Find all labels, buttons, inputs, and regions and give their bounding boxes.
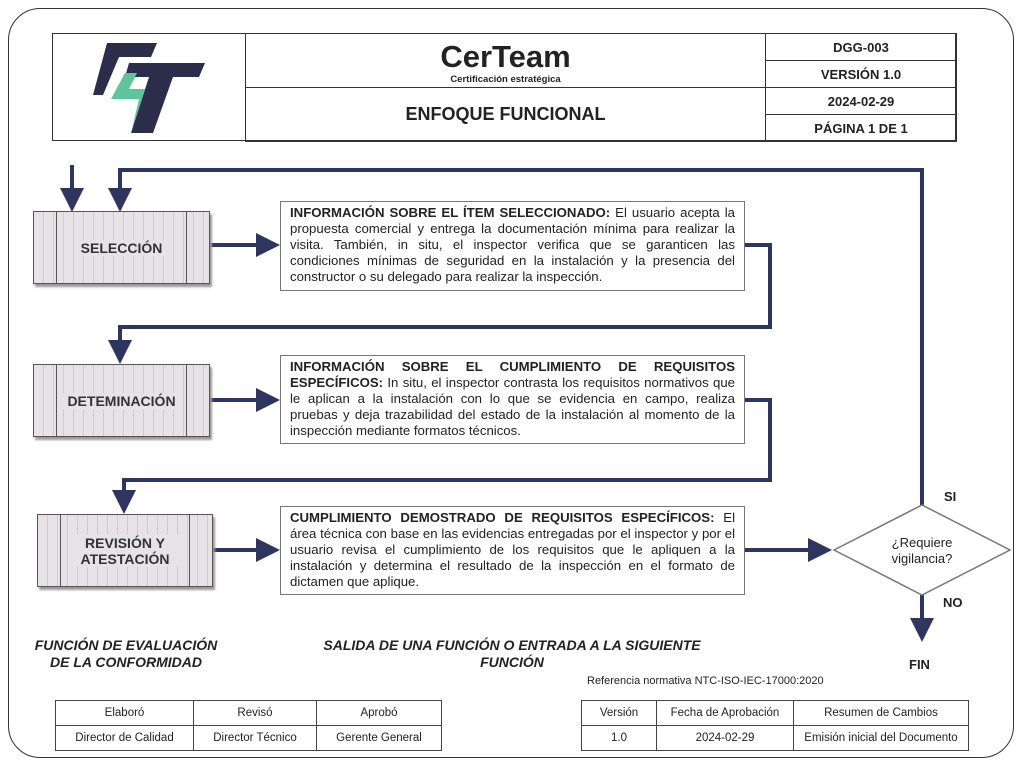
process-label: SELECCIÓN (76, 239, 167, 256)
table-cell: Director de Calidad (55, 725, 194, 751)
loop-arrow-si (108, 168, 924, 505)
info-body: In situ, el inspector contrasta los requ… (290, 375, 735, 438)
table-cell: Director Técnico (193, 725, 317, 751)
table-cell: 2024-02-29 (656, 725, 794, 751)
info-box-3: CUMPLIMIENTO DEMOSTRADO DE REQUISITOS ES… (280, 506, 745, 595)
arrow-info2-revision (112, 398, 772, 514)
table-header: Resumen de Cambios (793, 700, 969, 726)
process-seleccion: SELECCIÓN (33, 211, 210, 284)
caption-left: FUNCIÓN DE EVALUACIÓN DE LA CONFORMIDAD (34, 637, 218, 670)
header-table: CerTeam Certificación estratégica ENFOQU… (52, 33, 957, 142)
table-header: Revisó (193, 700, 317, 726)
page-frame (8, 8, 1014, 758)
table-header: Elaboró (55, 700, 194, 726)
info-title: INFORMACIÓN SOBRE EL CUMPLIMIENTO DE REQ… (290, 359, 735, 390)
table-cell: Gerente General (316, 725, 442, 751)
decision-question: ¿Requiere vigilancia? (891, 535, 953, 566)
decision-diamond (832, 504, 1012, 596)
info-box-2: INFORMACIÓN SOBRE EL CUMPLIMIENTO DE REQ… (280, 355, 745, 444)
process-revision: REVISIÓN Y ATESTACIÓN (37, 514, 213, 587)
info-box-1: INFORMACIÓN SOBRE EL ÍTEM SELECCIONADO: … (280, 201, 745, 291)
table-header: Fecha de Aprobación (656, 700, 794, 726)
certeam-logo (93, 43, 205, 133)
info-title: INFORMACIÓN SOBRE EL ÍTEM SELECCIONADO: (290, 205, 611, 220)
no-label: NO (943, 595, 963, 610)
process-determinacion: DETEMINACIÓN (33, 364, 210, 437)
company-name: CerTeam (440, 39, 571, 74)
company-tagline: Certificación estratégica (450, 74, 561, 85)
normative-reference: Referencia normativa NTC-ISO-IEC-17000:2… (587, 675, 824, 687)
table-header: Aprobó (316, 700, 442, 726)
process-label: DETEMINACIÓN (63, 392, 180, 409)
caption-middle: SALIDA DE UNA FUNCIÓN O ENTRADA A LA SIG… (323, 637, 701, 670)
process-label: REVISIÓN Y ATESTACIÓN (71, 534, 179, 567)
info-title: CUMPLIMIENTO DEMOSTRADO DE REQUISITOS ES… (290, 510, 715, 525)
info-body: El área técnica con base en las evidenci… (290, 510, 736, 589)
info-body: El usuario acepta la propuesta comercial… (290, 205, 735, 284)
arrow-info1-determinacion (108, 243, 772, 364)
table-header: Versión (581, 700, 657, 726)
table-cell: Emisión inicial del Documento (793, 725, 969, 751)
document-page-number: PÁGINA 1 DE 1 (765, 114, 957, 142)
end-label: FIN (909, 657, 930, 672)
table-cell: 1.0 (581, 725, 657, 751)
yes-label: SI (944, 489, 957, 504)
